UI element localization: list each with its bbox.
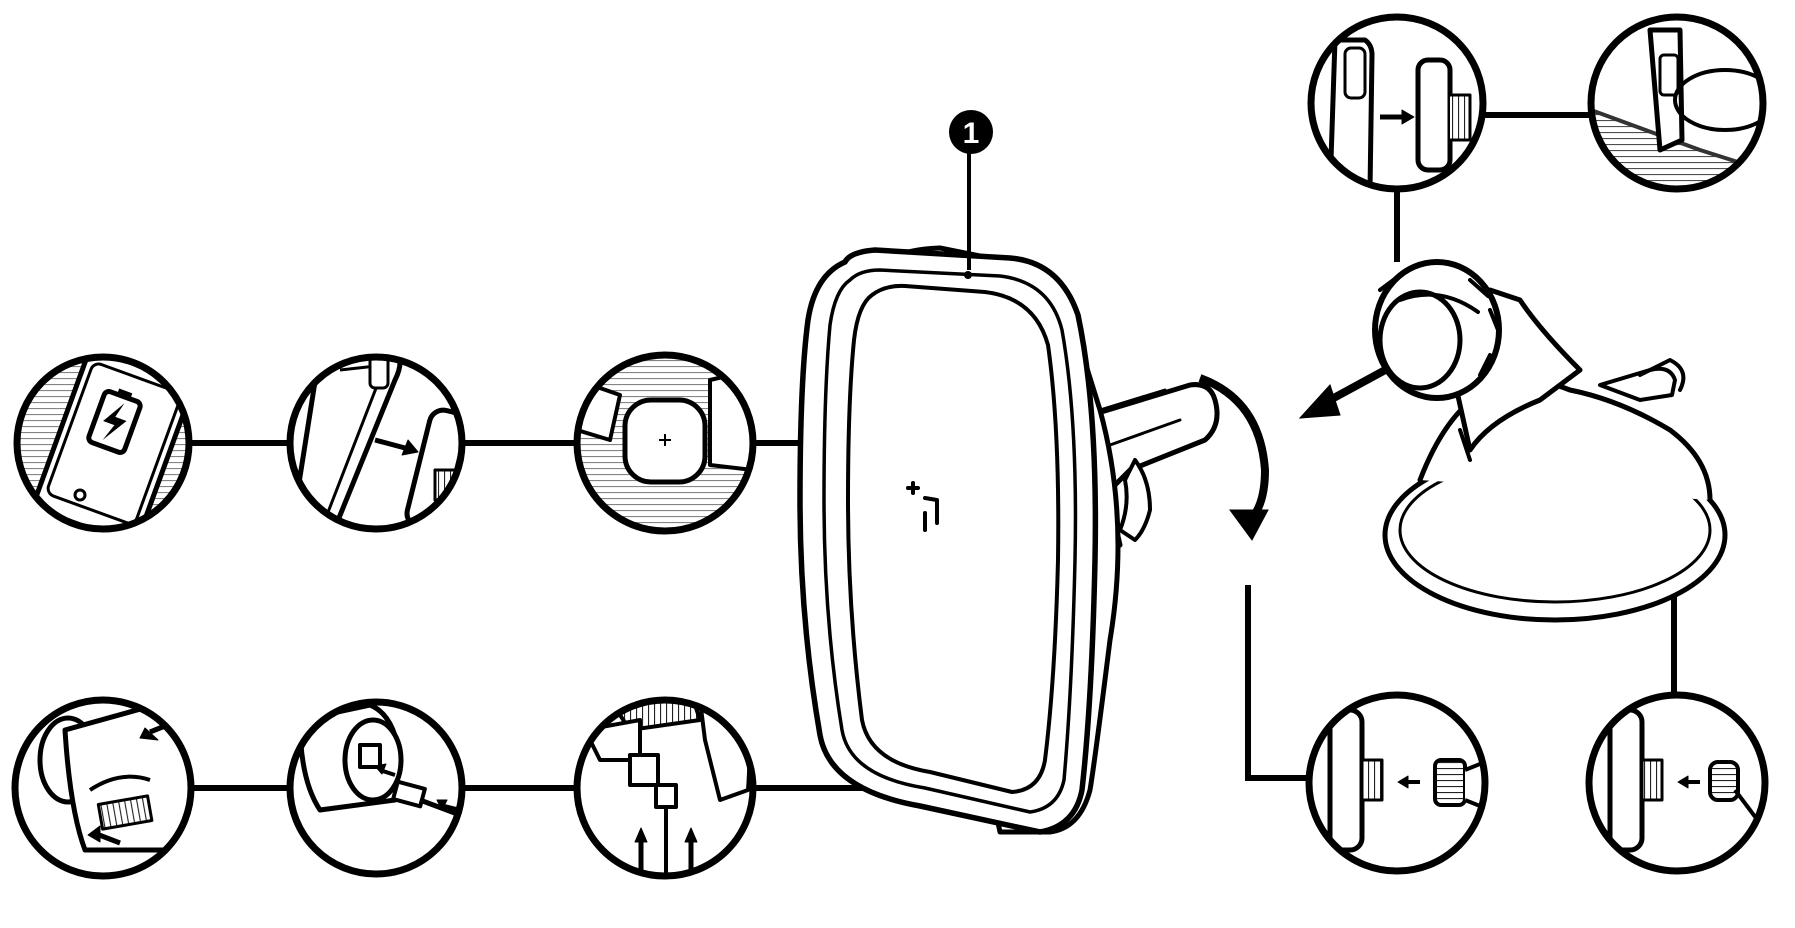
suction-dash-mount bbox=[1372, 259, 1728, 623]
battery-charging-icon bbox=[86, 388, 143, 455]
rotate-arrow-icon bbox=[1198, 374, 1270, 541]
step-circle-plug-into-socket bbox=[11, 696, 195, 880]
step-circle-vent-clip-swap bbox=[1305, 691, 1489, 875]
step-circle-phone-charging bbox=[13, 353, 193, 533]
callout: 1 bbox=[949, 110, 993, 270]
step-circle-phone-to-mount bbox=[286, 353, 466, 533]
step-circle-mount-on-vent bbox=[573, 351, 757, 535]
step-circle-dash-mount-on-car bbox=[1587, 13, 1767, 193]
step-circle-cable-to-mount bbox=[573, 696, 757, 880]
callout-number: 1 bbox=[963, 117, 980, 150]
brand-mark-icon bbox=[906, 481, 939, 532]
step-circle-cable-to-charger bbox=[286, 698, 466, 878]
magnetic-vent-mount bbox=[797, 245, 1220, 835]
step-circle-suction-base-swap bbox=[1585, 691, 1769, 875]
step-circle-phone-to-dash-mount bbox=[1307, 13, 1487, 193]
connector-lines bbox=[189, 112, 1677, 791]
